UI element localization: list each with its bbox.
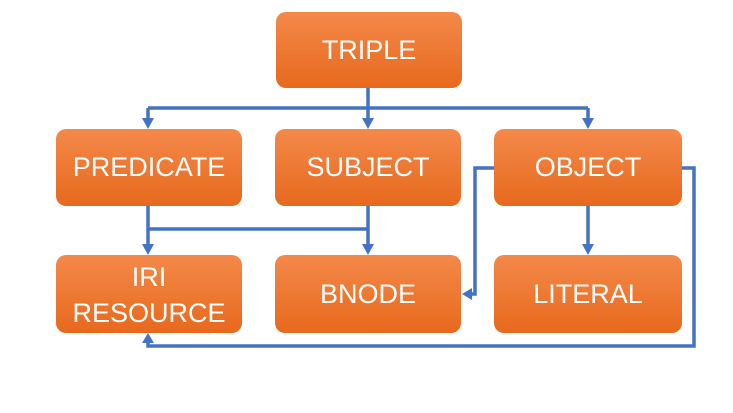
node-subject-label: SUBJECT	[306, 152, 429, 182]
edge-object-to-iri	[146, 166, 696, 348]
node-iri-resource: IRI RESOURCE	[56, 255, 242, 333]
node-literal-label: LITERAL	[533, 279, 643, 309]
node-predicate: PREDICATE	[56, 129, 242, 206]
arrowhead-iri-top	[142, 244, 154, 255]
arrowhead-bnode-side	[462, 288, 472, 300]
node-subject: SUBJECT	[275, 129, 461, 206]
arrowhead-predicate	[142, 118, 154, 129]
node-triple-label: TRIPLE	[322, 35, 417, 65]
node-iri-resource-label-line2: RESOURCE	[72, 298, 225, 328]
arrowhead-literal	[582, 244, 594, 255]
node-bnode: BNODE	[275, 255, 461, 333]
node-iri-resource-label-line1: IRI	[132, 262, 167, 292]
node-object-label: OBJECT	[535, 152, 642, 182]
node-triple: TRIPLE	[276, 12, 462, 88]
node-bnode-label: BNODE	[320, 279, 416, 309]
connectors	[142, 88, 696, 348]
edge-object-to-bnode	[470, 166, 494, 296]
arrowhead-subject	[362, 118, 374, 129]
arrowhead-iri-bottom	[142, 333, 154, 343]
arrowhead-object	[582, 118, 594, 129]
arrowhead-bnode-top	[362, 244, 374, 255]
node-object: OBJECT	[494, 129, 682, 206]
node-literal: LITERAL	[494, 255, 682, 333]
node-predicate-label: PREDICATE	[73, 152, 226, 182]
